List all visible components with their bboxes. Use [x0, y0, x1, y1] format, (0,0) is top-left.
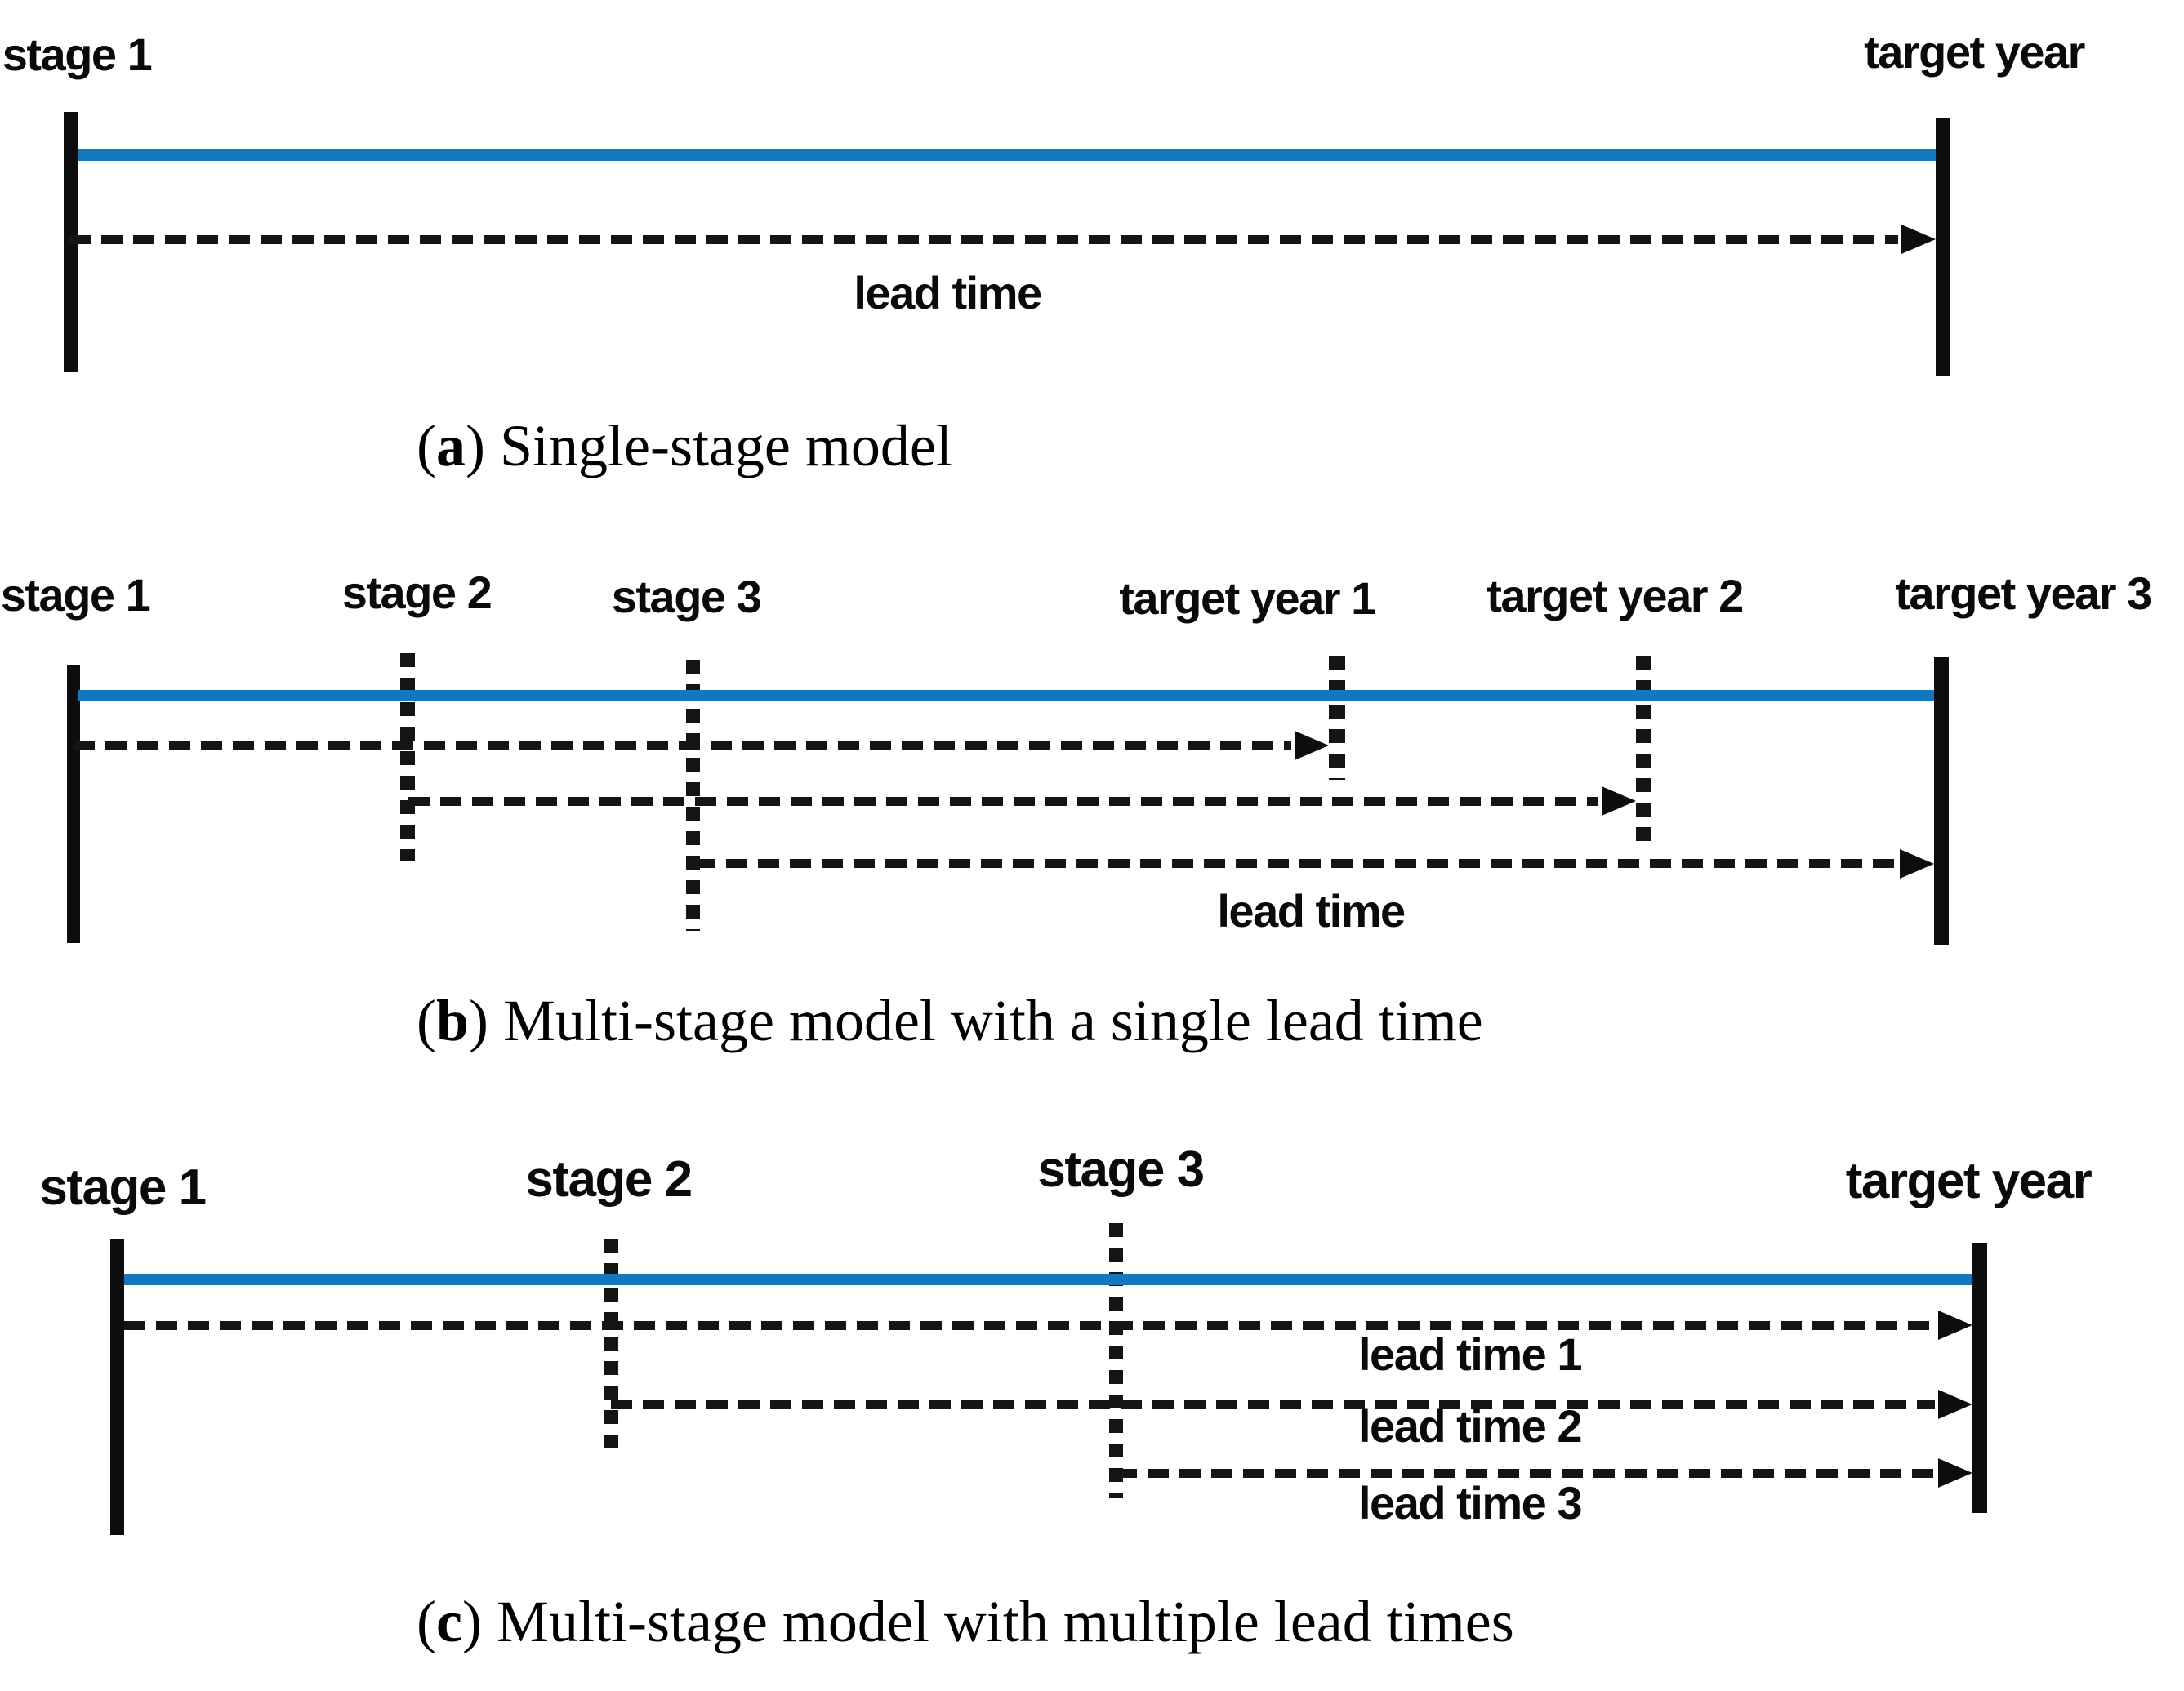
panel-a-arrowhead-icon [1901, 225, 1936, 254]
panel-b-arrowhead2-icon [1602, 786, 1636, 816]
panel-b-stage2-dotted-line [400, 653, 415, 861]
caption-open-paren: ( [417, 1589, 436, 1654]
panel-a-lead-time-label: lead time [854, 267, 1042, 318]
panel-b-lead-time-label: lead time [1217, 885, 1406, 937]
panel-b-lead-time-arrow1-line [74, 741, 1291, 750]
panel-c-stage2-label: stage 2 [525, 1151, 693, 1208]
caption-close-paren: ) [469, 988, 489, 1053]
caption-letter: c [435, 1589, 462, 1654]
panel-c-stage1-label: stage 1 [39, 1159, 207, 1216]
panel-b-stage3-label: stage 3 [611, 571, 762, 622]
panel-c-lead-time2-label: lead time 2 [1358, 1400, 1582, 1452]
caption-close-paren: ) [465, 413, 485, 478]
panel-b-target-year3-label: target year 3 [1895, 567, 2152, 619]
panel-a-target-year-label: target year [1864, 26, 2085, 78]
caption-text: Multi-stage model with multiple lead tim… [481, 1589, 1514, 1654]
caption-text: Multi-stage model with a single lead tim… [488, 988, 1483, 1053]
panel-b-lead-time-arrow3-line [694, 859, 1897, 868]
panel-b-target-year2-dotted-line [1636, 656, 1651, 843]
panel-c-stage3-dotted-line [1109, 1223, 1123, 1498]
caption-close-paren: ) [461, 1589, 482, 1654]
panel-a-caption: (a) Single-stage model [417, 413, 952, 478]
panel-c-target-year-bar [1972, 1243, 1987, 1513]
panel-c-arrowhead2-icon [1938, 1390, 1972, 1419]
panel-b-timeline-line [78, 690, 1934, 701]
panel-b-arrowhead3-icon [1900, 849, 1934, 879]
panel-a-lead-time-arrow-line [69, 235, 1898, 244]
panel-c-target-year-label: target year [1845, 1153, 2093, 1209]
panel-c-lead-time1-label: lead time 1 [1358, 1328, 1582, 1380]
panel-a-timeline-line [78, 149, 1936, 161]
panel-a-stage1-label: stage 1 [2, 29, 153, 80]
panel-a-target-year-bar [1936, 118, 1950, 376]
panel-b-stage2-label: stage 2 [341, 567, 493, 618]
panel-b-target-year2-label: target year 2 [1486, 570, 1744, 621]
panel-b-target-year3-bar [1934, 657, 1949, 945]
panel-b-target-year1-dotted-line [1329, 656, 1345, 780]
caption-letter: a [435, 413, 466, 478]
panel-c-stage2-dotted-line [604, 1239, 618, 1453]
panel-b-stage1-bar [67, 665, 80, 943]
panel-b-stage1-label: stage 1 [0, 569, 151, 621]
panel-c-lead-time3-arrow-line [1116, 1469, 1935, 1478]
panel-c-lead-time1-arrow-line [124, 1321, 1935, 1330]
panel-b-target-year1-label: target year 1 [1119, 572, 1376, 624]
panel-c-lead-time2-arrow-line [611, 1400, 1935, 1409]
caption-open-paren: ( [417, 413, 436, 478]
panel-b-lead-time-arrow2-line [408, 797, 1598, 806]
panel-b-arrowhead1-icon [1295, 731, 1329, 760]
panel-c-arrowhead1-icon [1938, 1311, 1972, 1340]
panel-c-timeline-line [124, 1274, 1972, 1285]
panel-c-stage3-label: stage 3 [1037, 1141, 1205, 1198]
caption-letter: b [435, 988, 470, 1053]
panel-b-caption: (b) Multi-stage model with a single lead… [417, 988, 1483, 1053]
caption-open-paren: ( [417, 988, 436, 1053]
caption-text: Single-stage model [484, 413, 952, 478]
panel-c-lead-time3-label: lead time 3 [1358, 1477, 1582, 1529]
panel-c-caption: (c) Multi-stage model with multiple lead… [417, 1589, 1514, 1654]
panel-c-stage1-bar [110, 1239, 124, 1535]
panel-c-arrowhead3-icon [1938, 1458, 1972, 1488]
